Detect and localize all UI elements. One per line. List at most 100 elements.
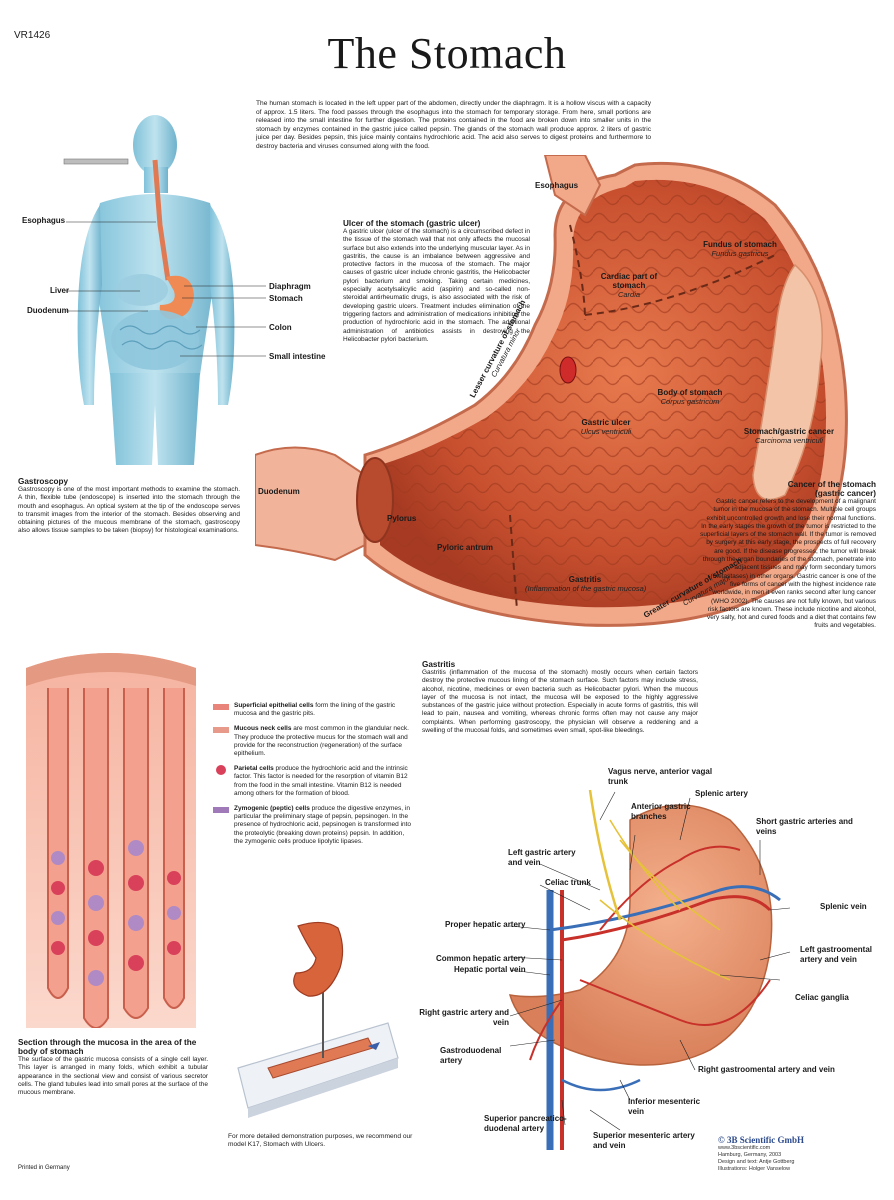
fundus-name: Fundus of stomach (703, 240, 777, 249)
endoscope (63, 158, 129, 165)
printed-in: Printed in Germany (18, 1165, 70, 1171)
label-diaphragm: Diaphragm (269, 282, 311, 291)
cancer-name: Stomach/gastric cancer (743, 427, 835, 436)
label-proper-hepatic: Proper hepatic artery (445, 920, 526, 929)
zymogenic-cell-text: produce the digestive enzymes, in partic… (234, 805, 412, 845)
gastritis-section: Gastritis Gastritis (inflammation of the… (422, 660, 698, 735)
mucosa-text: The surface of the gastric mucosa consis… (18, 1056, 208, 1097)
label-right-gastroomental: Right gastroomental artery and vein (698, 1065, 835, 1074)
gastroscopy-text: Gastroscopy is one of the most important… (18, 486, 240, 535)
liver (116, 274, 168, 306)
label-celiac-trunk: Celiac trunk (545, 878, 591, 887)
parietal-cell-text: produce the hydrochloric acid and the in… (234, 765, 408, 797)
model-note: For more detailed demonstration purposes… (228, 1133, 413, 1149)
tumor-mass (752, 263, 823, 501)
cell-legend: Superficial epithelial cells form the li… (213, 702, 413, 846)
publisher-logo: © 3B Scientific GmbH (718, 1135, 804, 1145)
label-stomach-cancer: Stomach/gastric cancer Carcinoma ventric… (737, 427, 841, 445)
legend-item-superficial: Superficial epithelial cells form the li… (213, 702, 413, 718)
page-title: The Stomach (327, 29, 567, 78)
label-splenic-artery: Splenic artery (695, 789, 748, 798)
product-code: VR1426 (14, 30, 51, 41)
pylorus-ring (356, 457, 394, 543)
label-hepatic-portal: Hepatic portal vein (454, 965, 526, 974)
label-left-gastroomental: Left gastroomental artery and vein (800, 945, 873, 964)
vascular-stomach-illustration (508, 789, 791, 1150)
stomach-model-k17 (237, 921, 399, 1118)
cell-clusters (51, 840, 181, 986)
intro-text: The human stomach is located in the left… (256, 100, 651, 150)
label-liver: Liver (50, 286, 70, 295)
label-common-hepatic: Common hepatic artery (436, 954, 526, 963)
label-colon: Colon (269, 323, 292, 332)
label-left-gastric: Left gastric artery and vein (508, 848, 576, 867)
publisher-block: © 3B Scientific GmbH www.3bscientific.co… (718, 1135, 868, 1173)
intestines (111, 310, 199, 370)
parietal-cell-swatch (216, 765, 226, 776)
label-small-intestine: Small intestine (269, 352, 326, 361)
body-latin: Corpus gastricum (660, 397, 720, 406)
label-inferior-mesenteric: Inferior mesenteric vein (628, 1097, 701, 1116)
label-duodenum-body: Duodenum (27, 306, 69, 315)
cardiac-latin: Cardia (617, 290, 641, 299)
legend-item-zymogenic: Zymogenic (peptic) cells produce the dig… (213, 805, 413, 846)
human-body-illustration (63, 115, 266, 465)
stomach-organ (159, 275, 194, 319)
cancer-section: Cancer of the stomach (gastric cancer) G… (700, 480, 876, 631)
gastric-ulcer-lesion (559, 356, 577, 384)
label-pyloric-antrum: Pyloric antrum (437, 543, 494, 552)
label-anterior-gastric: Anterior gastric branches (631, 802, 691, 821)
label-fundus: Fundus of stomach Fundus gastricus (690, 240, 790, 258)
gastritis-text: Gastritis (inflammation of the mucosa of… (422, 669, 698, 735)
publisher-illustrations: Illustrations: Holger Vanselow (718, 1166, 791, 1172)
ulcer-latin: Ulcus ventriculi (580, 427, 632, 436)
label-celiac-ganglia: Celiac ganglia (795, 993, 849, 1002)
ulcer-name: Gastric ulcer (581, 418, 631, 427)
gastritis-heading: Gastritis (422, 660, 456, 669)
zymogenic-cell-swatch (213, 807, 229, 814)
label-gastroduodenal: Gastroduodenal artery (440, 1046, 502, 1065)
superficial-cell-text: form the lining of the gastric mucosa an… (234, 702, 396, 718)
zymogenic-cell-name: Zymogenic (peptic) cells (234, 805, 310, 813)
mucosa-section-illustration (18, 628, 203, 1028)
cancer-text: Gastric cancer refers to the development… (700, 498, 876, 630)
vagus-nerve-text: Vagus nerve, anterior vagal trunk (608, 767, 713, 786)
label-duodenum-main: Duodenum (258, 487, 300, 496)
gastroscopy-section: Gastroscopy Gastroscopy is one of the mo… (18, 477, 240, 536)
superficial-cell-name: Superficial epithelial cells (234, 702, 314, 709)
label-stomach-body: Stomach (269, 294, 303, 303)
mucosa-heading: Section through the mucosa in the area o… (18, 1038, 197, 1056)
label-gastritis-main: Gastritis (Inflammation of the gastric m… (525, 575, 647, 593)
cancer-latin: Carcinoma ventriculi (755, 436, 823, 445)
label-esophagus-body: Esophagus (22, 216, 66, 225)
mucous-neck-cell-name: Mucous neck cells (234, 725, 292, 733)
publisher-place: Hamburg, Germany, 2003 (718, 1152, 782, 1158)
label-sup-mesenteric: Superior mesenteric artery and vein (593, 1131, 695, 1150)
label-body-of-stomach: Body of stomach Corpus gastricum (650, 388, 730, 406)
publisher-design: Design and text: Antje Gottberg (718, 1159, 795, 1165)
legend-item-mucous-neck: Mucous neck cells are most common in the… (213, 725, 413, 758)
mucous-neck-cell-swatch (213, 727, 229, 734)
superficial-cell-swatch (213, 704, 229, 710)
gastroscopy-heading: Gastroscopy (18, 477, 69, 486)
publisher-url: www.3bscientific.com (718, 1145, 771, 1151)
stomach-cross-section (255, 155, 848, 627)
label-gastric-ulcer: Gastric ulcer Ulcus ventriculi (568, 418, 644, 436)
label-splenic-vein: Splenic vein (820, 902, 867, 911)
label-right-gastric: Right gastric artery and vein (419, 1008, 509, 1027)
head (133, 115, 177, 175)
ulcer-text: A gastric ulcer (ulcer of the stomach) i… (343, 228, 530, 343)
esophagus-tube (152, 159, 171, 281)
parietal-cell-name: Parietal cells (234, 765, 274, 773)
mucosa-caption: Section through the mucosa in the area o… (18, 1038, 208, 1097)
gastritis-name: Gastritis (568, 575, 602, 584)
label-cardiac: Cardiac part of stomach Cardia (590, 272, 668, 299)
body-name: Body of stomach (657, 388, 723, 397)
legend-item-parietal: Parietal cells produce the hydrochloric … (213, 765, 413, 798)
label-pylorus: Pylorus (387, 514, 417, 523)
label-esophagus-main: Esophagus (535, 181, 579, 190)
gastritis-latin: (Inflammation of the gastric mucosa) (525, 584, 647, 593)
ulcer-section: Ulcer of the stomach (gastric ulcer) A g… (343, 219, 530, 344)
label-short-gastric: Short gastric arteries and veins (756, 817, 853, 836)
label-sup-pancreatico: Superior pancreatico-duodenal artery (484, 1114, 567, 1133)
